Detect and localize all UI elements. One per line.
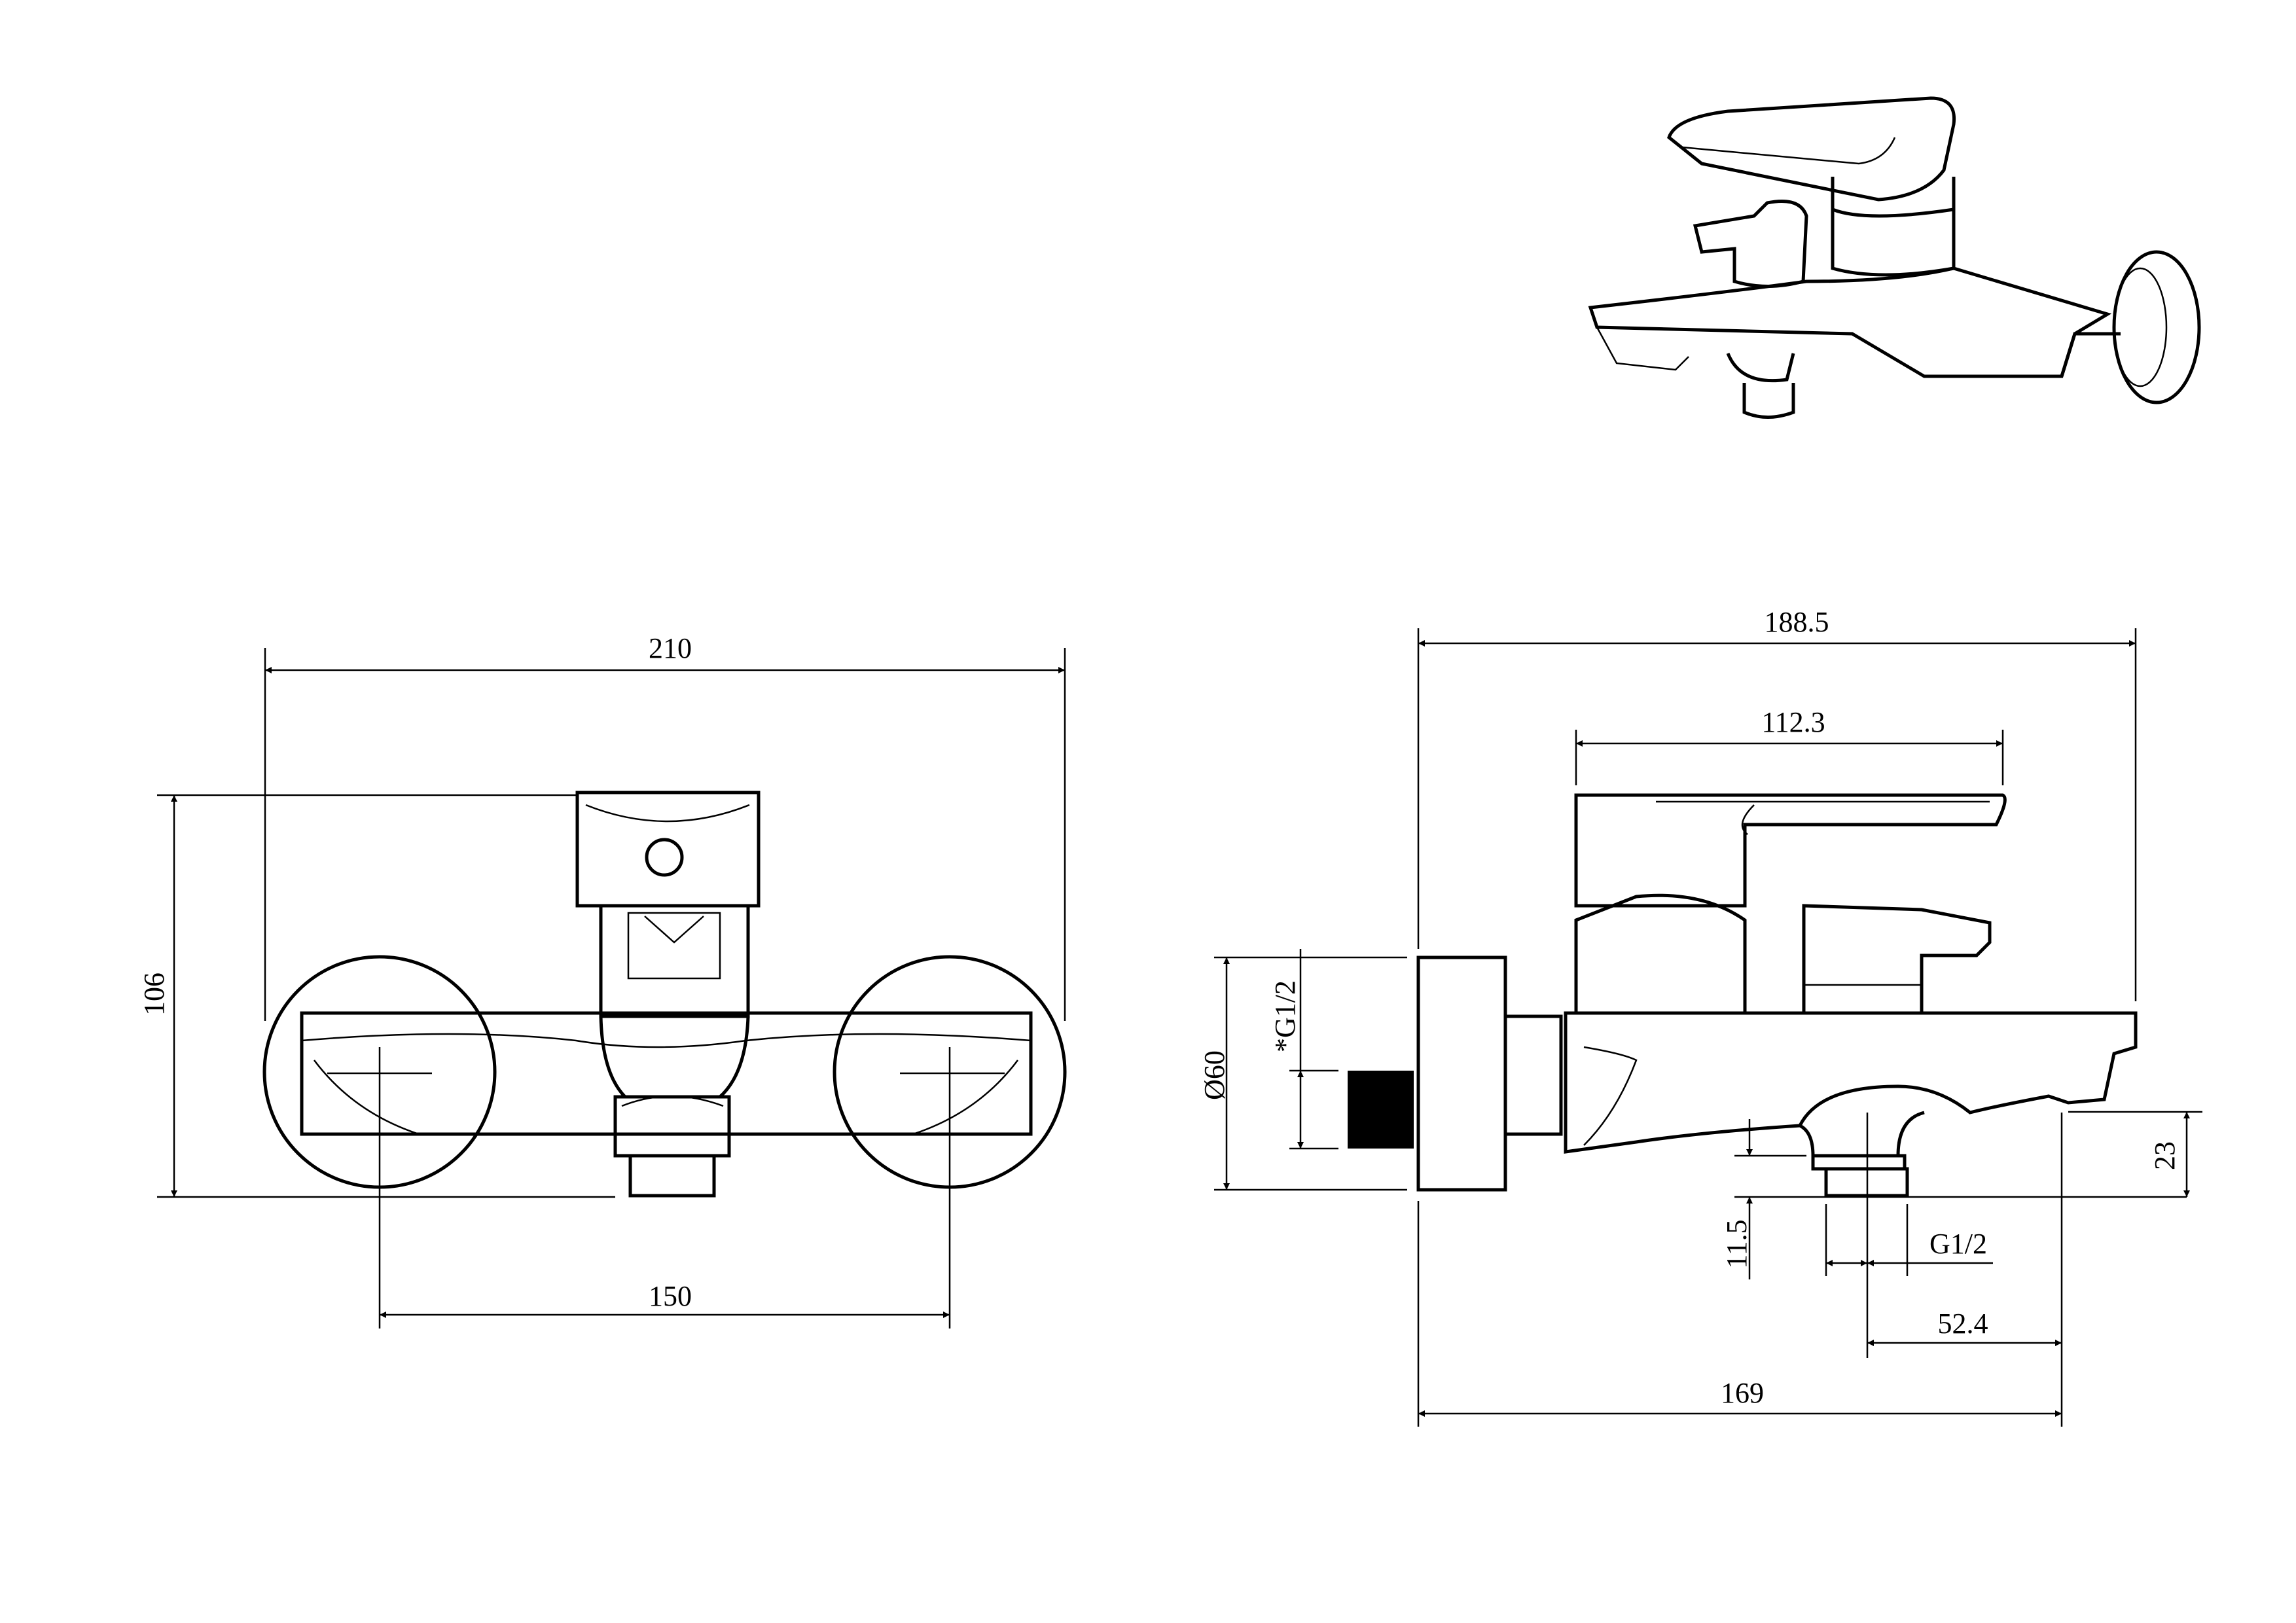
side-view [1348, 793, 2138, 1198]
width-dimension-label: 210 [649, 632, 692, 664]
outlet-offset-label: 52.4 [1938, 1308, 1988, 1340]
depth-dimension-label: 188.5 [1765, 606, 1829, 638]
side-dimensions: 188.5 112.3 Ø60 *G1/2 11.5 G1/2 52.4 169 [1198, 606, 2202, 1427]
front-dimensions: 210 106 150 [138, 632, 1066, 1329]
flange-diameter-label: Ø60 [1198, 1050, 1230, 1100]
lever-dimension-label: 112.3 [1761, 706, 1825, 738]
spout-height-label: 23 [2149, 1141, 2181, 1170]
isometric-view [1588, 96, 2201, 419]
centers-dimension-label: 150 [649, 1280, 692, 1312]
outlet-thread-label: G1/2 [1929, 1228, 1987, 1260]
outlet-height-label: 11.5 [1721, 1219, 1753, 1268]
inlet-thread-label: *G1/2 [1269, 980, 1301, 1052]
front-view [262, 791, 1067, 1198]
outlet-reach-label: 169 [1721, 1377, 1764, 1409]
height-dimension-label: 106 [138, 972, 170, 1016]
